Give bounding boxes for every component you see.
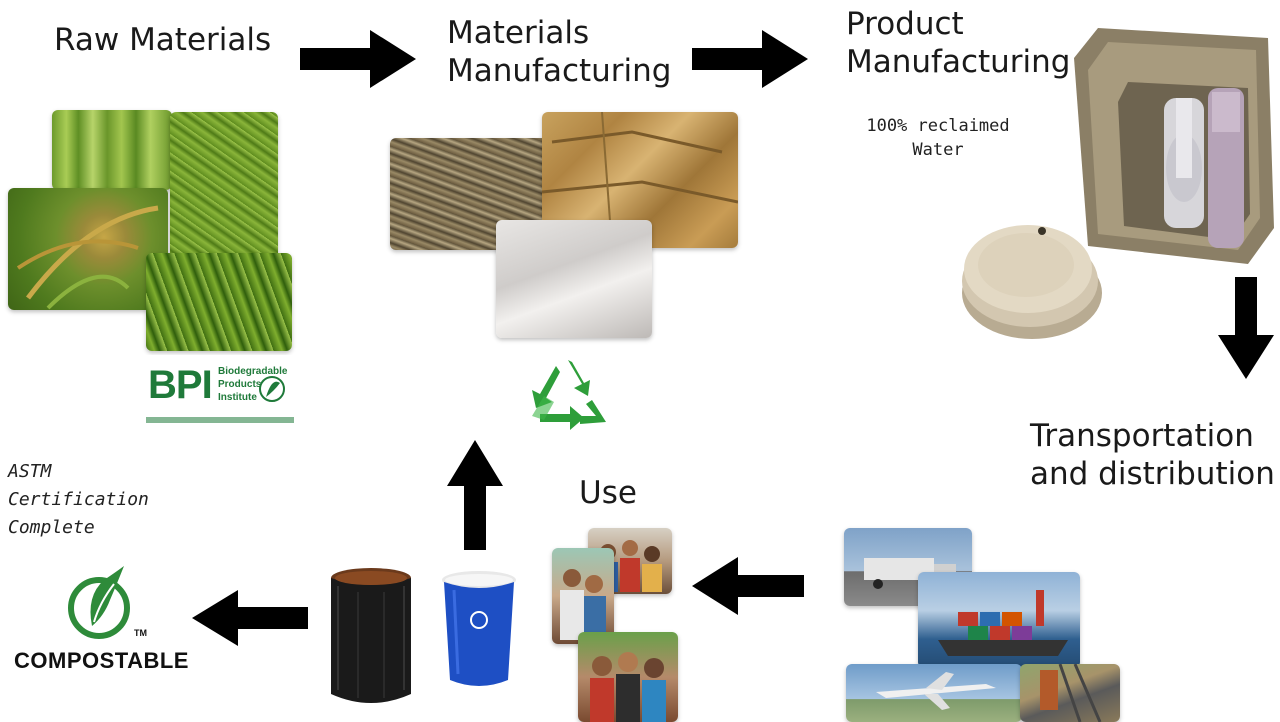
bpi-text-line3: Institute [218,392,257,403]
stage-transportation-line2: and distribution [1030,456,1275,492]
railway-icon [1040,664,1102,722]
bpi-logo-icon [146,355,294,427]
family-photo [552,548,614,644]
grass-photo [146,253,292,351]
compostable-logo: TM COMPOSTABLE [12,560,188,680]
bpi-letters: BPI [148,363,213,407]
rice-photo [8,188,168,310]
arrow-left-icon [692,557,804,615]
family-icon [560,569,606,640]
compostable-label: COMPOSTABLE [14,648,189,673]
bpi-text-line1: Biodegradable [218,366,288,377]
bamboo-photo [52,110,172,190]
astm-line3: Complete [8,517,95,538]
stage-raw-materials: Raw Materials [54,22,272,58]
reclaimed-water-note: 100% reclaimed Water [848,114,1028,162]
astm-note: ASTM Certification Complete [8,458,149,542]
recycle-bin-icon [442,571,516,686]
bpi-text-line2: Products [218,379,262,390]
friends-icon [590,652,666,722]
molded-tray-icon [1074,28,1274,264]
stage-product-line2: Manufacturing [846,44,1071,80]
cargo-containers-icon [938,590,1068,656]
rice-grain-icon [16,205,159,310]
reclaimed-line2: Water [912,140,964,160]
stage-transportation: Transportation and distribution [1030,417,1275,493]
stage-materials-manufacturing: Materials Manufacturing [447,14,671,90]
airplane-photo [846,664,1022,722]
arrow-right-icon [692,30,808,88]
airplane-icon [876,672,996,710]
stage-product-line1: Product [846,6,964,42]
cardboard-bales-photo [542,112,738,248]
arrow-left-icon [192,590,308,646]
trademark-mark: TM [134,628,147,638]
recycle-icon [532,360,606,430]
bpi-institute-text: Biodegradable Products Institute [218,365,287,404]
stage-product-manufacturing: Product Manufacturing [846,5,1070,81]
arrow-down-icon [1218,277,1274,379]
bpi-logo: BPI Biodegradable Products Institute [146,355,294,427]
pulp-sheets-photo [496,220,652,338]
friends-photo [578,632,678,722]
stage-transportation-line1: Transportation [1030,418,1254,454]
train-photo [1020,664,1120,722]
cup-lid-icon [962,225,1102,339]
reclaimed-line1: 100% reclaimed [866,116,1010,136]
cargo-ship-photo [918,572,1080,668]
stage-use: Use [579,475,637,511]
palm-leaf-photo [170,112,278,262]
astm-line1: ASTM [8,461,52,482]
stage-materials-line1: Materials [447,15,590,51]
stage-materials-line2: Manufacturing [447,53,672,89]
compostable-leaf-icon [68,566,130,639]
arrow-up-icon [447,440,503,550]
astm-line2: Certification [8,489,149,510]
compost-bin-icon [331,568,411,703]
arrow-right-icon [300,30,416,88]
